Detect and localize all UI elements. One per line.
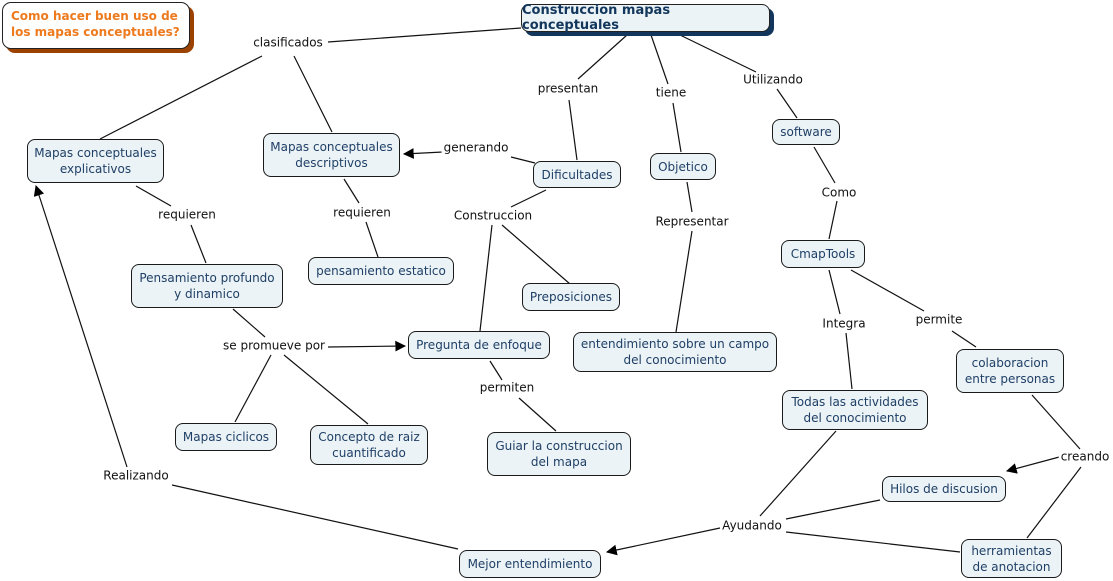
concept-cmaptools[interactable]: CmapTools [781,240,865,268]
edge [99,55,263,140]
edge [845,332,853,390]
link-ayudando[interactable]: Ayudando [720,518,784,534]
concept-pensamiento-profundo[interactable]: Pensamiento profundo y dinamico [131,264,283,308]
edge [759,430,837,517]
link-construccion[interactable]: Construccion [451,208,535,224]
edge [679,34,757,73]
concept-colaboracion[interactable]: colaboracion entre personas [956,349,1064,393]
edge [402,148,444,159]
edge [234,354,272,423]
edge [135,185,172,207]
link-como[interactable]: Como [819,185,859,201]
link-clasificados[interactable]: clasificados [251,35,325,51]
edge [343,178,360,204]
link-se-promueve-por[interactable]: se promueve por [221,338,327,354]
edge [232,308,266,338]
edge [568,99,578,161]
link-requieren-explicativos[interactable]: requieren [156,207,218,223]
edge [510,156,536,164]
edge [785,499,881,520]
concept-guiar-construccion[interactable]: Guiar la construccion del mapa [487,432,631,476]
edge [686,181,693,213]
root-concept-construccion[interactable]: Construccion mapas conceptuales [521,3,770,33]
link-permite[interactable]: permite [913,312,965,328]
concept-todas-actividades[interactable]: Todas las actividades del conocimiento [782,390,928,430]
edge [489,360,503,381]
link-generando[interactable]: generando [441,140,511,156]
edge [1026,466,1082,539]
link-creando[interactable]: creando [1058,449,1112,465]
map-title-box: Como hacer buen uso de los mapas concept… [2,2,190,49]
edge [1005,455,1064,474]
link-representar[interactable]: Representar [653,214,731,230]
concept-concepto-raiz[interactable]: Concepto de raiz cuantificado [310,425,428,465]
link-realizando[interactable]: Realizando [101,468,171,484]
edge [650,34,669,85]
concept-mejor-entendimiento[interactable]: Mejor entendimiento [459,550,601,578]
link-utilizando[interactable]: Utilizando [741,72,805,88]
edge [776,88,798,119]
edge [605,527,721,556]
edge [510,189,547,208]
concept-preposiciones[interactable]: Preposiciones [522,283,620,311]
edge [951,330,977,348]
concept-herramientas-anotacion[interactable]: herramientas de anotacion [961,539,1062,578]
edge [327,27,522,43]
concept-dificultades[interactable]: Dificultades [533,161,621,188]
concept-mapas-descriptivos[interactable]: Mapas conceptuales descriptivos [263,133,400,177]
concept-pensamiento-estatico[interactable]: pensamiento estatico [308,257,454,285]
edge [190,224,207,264]
concept-mapas-explicativos[interactable]: Mapas conceptuales explicativos [27,139,164,183]
edge [1031,394,1081,450]
concept-pregunta-enfoque[interactable]: Pregunta de enfoque [408,331,550,359]
edge [365,221,379,258]
link-requieren-descriptivos[interactable]: requieren [331,205,393,221]
edge [33,184,128,468]
edge [785,531,961,553]
edge [850,269,925,312]
concept-hilos-discusion[interactable]: Hilos de discusion [882,476,1006,502]
edge [327,340,407,352]
link-permiten[interactable]: permiten [477,380,537,396]
link-integra[interactable]: Integra [820,316,868,332]
concept-objetico[interactable]: Objetico [650,153,716,180]
concept-entendimiento-campo[interactable]: entendimiento sobre un campo del conocim… [573,332,777,372]
edge [518,397,557,432]
edge [828,269,841,315]
edge [171,484,459,550]
concept-mapas-ciclicos[interactable]: Mapas ciclicos [175,423,277,451]
link-presentan[interactable]: presentan [535,81,601,97]
edge [479,224,493,332]
edge [501,224,571,285]
link-tiene[interactable]: tiene [653,85,689,101]
edge [293,55,333,133]
edge [283,354,369,425]
edge [672,102,682,153]
edge [813,146,836,184]
concept-software[interactable]: software [772,119,840,145]
edge [675,230,693,333]
edge [828,200,838,240]
edge [577,34,628,80]
